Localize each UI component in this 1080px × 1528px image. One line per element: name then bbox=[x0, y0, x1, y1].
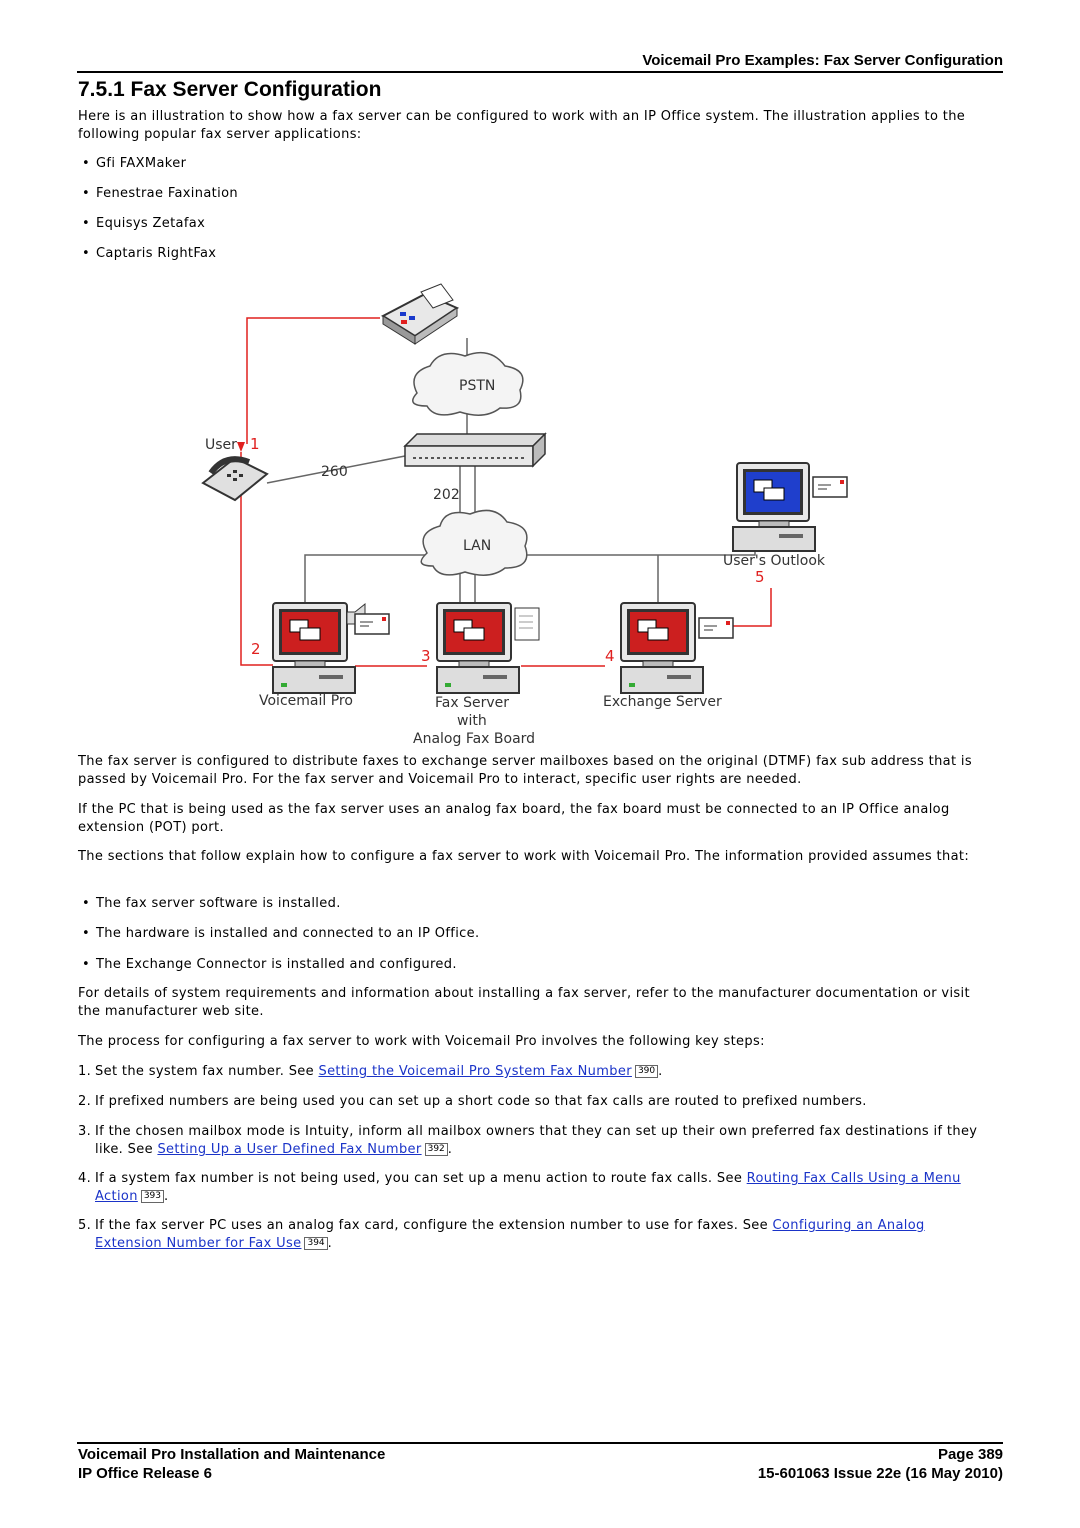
page-reference[interactable]: 393 bbox=[140, 1190, 165, 1203]
page-title: 7.5.1 Fax Server Configuration bbox=[78, 78, 382, 101]
bullet-icon: • bbox=[82, 896, 91, 911]
voicemail-pro-pc-icon bbox=[272, 602, 356, 694]
fax-server-pc-icon bbox=[436, 602, 520, 694]
envelope-icon bbox=[812, 476, 848, 498]
paragraph-analog-board: If the PC that is being used as the fax … bbox=[78, 802, 950, 835]
user-label: User bbox=[205, 437, 237, 453]
footer-document-title: Voicemail Pro Installation and Maintenan… bbox=[78, 1446, 386, 1463]
users-outlook-pc-icon bbox=[732, 462, 816, 552]
step-item: 3. If the chosen mailbox mode is Intuity… bbox=[78, 1124, 978, 1157]
step-5-marker: 5 bbox=[755, 568, 765, 586]
link-routing-fax-calls[interactable]: Routing Fax Calls Using a Menu Action bbox=[95, 1171, 961, 1204]
extension-260-label: 260 bbox=[321, 464, 348, 480]
page-reference[interactable]: 394 bbox=[304, 1237, 328, 1250]
footer-page-number: Page 389 bbox=[937, 1446, 1003, 1463]
list-item: •Captaris RightFax bbox=[82, 246, 217, 261]
paragraph-distribution: The fax server is configured to distribu… bbox=[78, 754, 973, 787]
page-reference[interactable]: 390 bbox=[634, 1065, 659, 1078]
users-outlook-label: User's Outlook bbox=[723, 553, 826, 569]
paragraph-assumptions-intro: The sections that follow explain how to … bbox=[78, 849, 970, 864]
step-4-marker: 4 bbox=[605, 647, 615, 665]
step-item: 5. If the fax server PC uses an analog f… bbox=[78, 1218, 925, 1251]
analog-fax-board-label: Analog Fax Board bbox=[413, 731, 535, 747]
fax-server-diagram: PSTN User 1 260 202 LAN 2 Voicemail Pro … bbox=[201, 283, 848, 747]
envelope-icon bbox=[698, 617, 734, 639]
footer-rule bbox=[77, 1442, 1003, 1444]
header-rule bbox=[77, 71, 1003, 73]
running-header: Voicemail Pro Examples: Fax Server Confi… bbox=[642, 52, 1003, 69]
bullet-icon: • bbox=[82, 926, 91, 941]
step-1-marker: 1 bbox=[250, 435, 260, 453]
list-item: •The Exchange Connector is installed and… bbox=[82, 957, 457, 972]
fax-document-icon bbox=[514, 607, 540, 641]
lan-cloud-icon bbox=[420, 509, 528, 576]
step-item: 1. Set the system fax number. See Settin… bbox=[78, 1064, 663, 1079]
pstn-cloud-icon bbox=[412, 351, 524, 416]
link-user-defined-fax-number[interactable]: Setting Up a User Defined Fax Number bbox=[157, 1142, 422, 1157]
step-item: 2. If prefixed numbers are being used yo… bbox=[78, 1094, 867, 1109]
exchange-server-label: Exchange Server bbox=[603, 694, 722, 710]
footer-issue: 15-601063 Issue 22e (16 May 2010) bbox=[757, 1465, 1003, 1482]
user-phone-icon bbox=[201, 456, 269, 502]
step-2-marker: 2 bbox=[251, 640, 261, 658]
footer-release: IP Office Release 6 bbox=[78, 1465, 212, 1482]
fax-server-with-label: with bbox=[457, 713, 487, 729]
list-item: •Gfi FAXMaker bbox=[82, 156, 187, 171]
bullet-icon: • bbox=[82, 246, 91, 261]
step-3-marker: 3 bbox=[421, 647, 431, 665]
list-item: •The fax server software is installed. bbox=[82, 896, 341, 911]
ip-office-switch-icon bbox=[403, 432, 547, 468]
bullet-icon: • bbox=[82, 216, 91, 231]
intro-paragraph: Here is an illustration to show how a fa… bbox=[78, 109, 966, 142]
link-analog-extension-fax[interactable]: Configuring an Analog Extension Number f… bbox=[95, 1218, 925, 1251]
step-item: 4. If a system fax number is not being u… bbox=[78, 1171, 961, 1204]
voicemail-pro-label: Voicemail Pro bbox=[259, 693, 353, 709]
list-item: •Equisys Zetafax bbox=[82, 216, 206, 231]
fax-server-label: Fax Server bbox=[435, 695, 509, 711]
extension-202-label: 202 bbox=[433, 487, 460, 503]
list-item: •Fenestrae Faxination bbox=[82, 186, 238, 201]
page-reference[interactable]: 392 bbox=[424, 1143, 448, 1156]
exchange-server-pc-icon bbox=[620, 602, 704, 694]
list-item: •The hardware is installed and connected… bbox=[82, 926, 480, 941]
bullet-icon: • bbox=[82, 957, 91, 972]
envelope-icon bbox=[354, 613, 390, 635]
fax-machine-icon bbox=[380, 283, 460, 345]
lan-label: LAN bbox=[463, 538, 491, 554]
link-system-fax-number[interactable]: Setting the Voicemail Pro System Fax Num… bbox=[318, 1064, 632, 1079]
paragraph-process: The process for configuring a fax server… bbox=[78, 1034, 765, 1049]
bullet-icon: • bbox=[82, 156, 91, 171]
pstn-label: PSTN bbox=[459, 378, 495, 394]
bullet-icon: • bbox=[82, 186, 91, 201]
paragraph-details: For details of system requirements and i… bbox=[78, 986, 970, 1019]
